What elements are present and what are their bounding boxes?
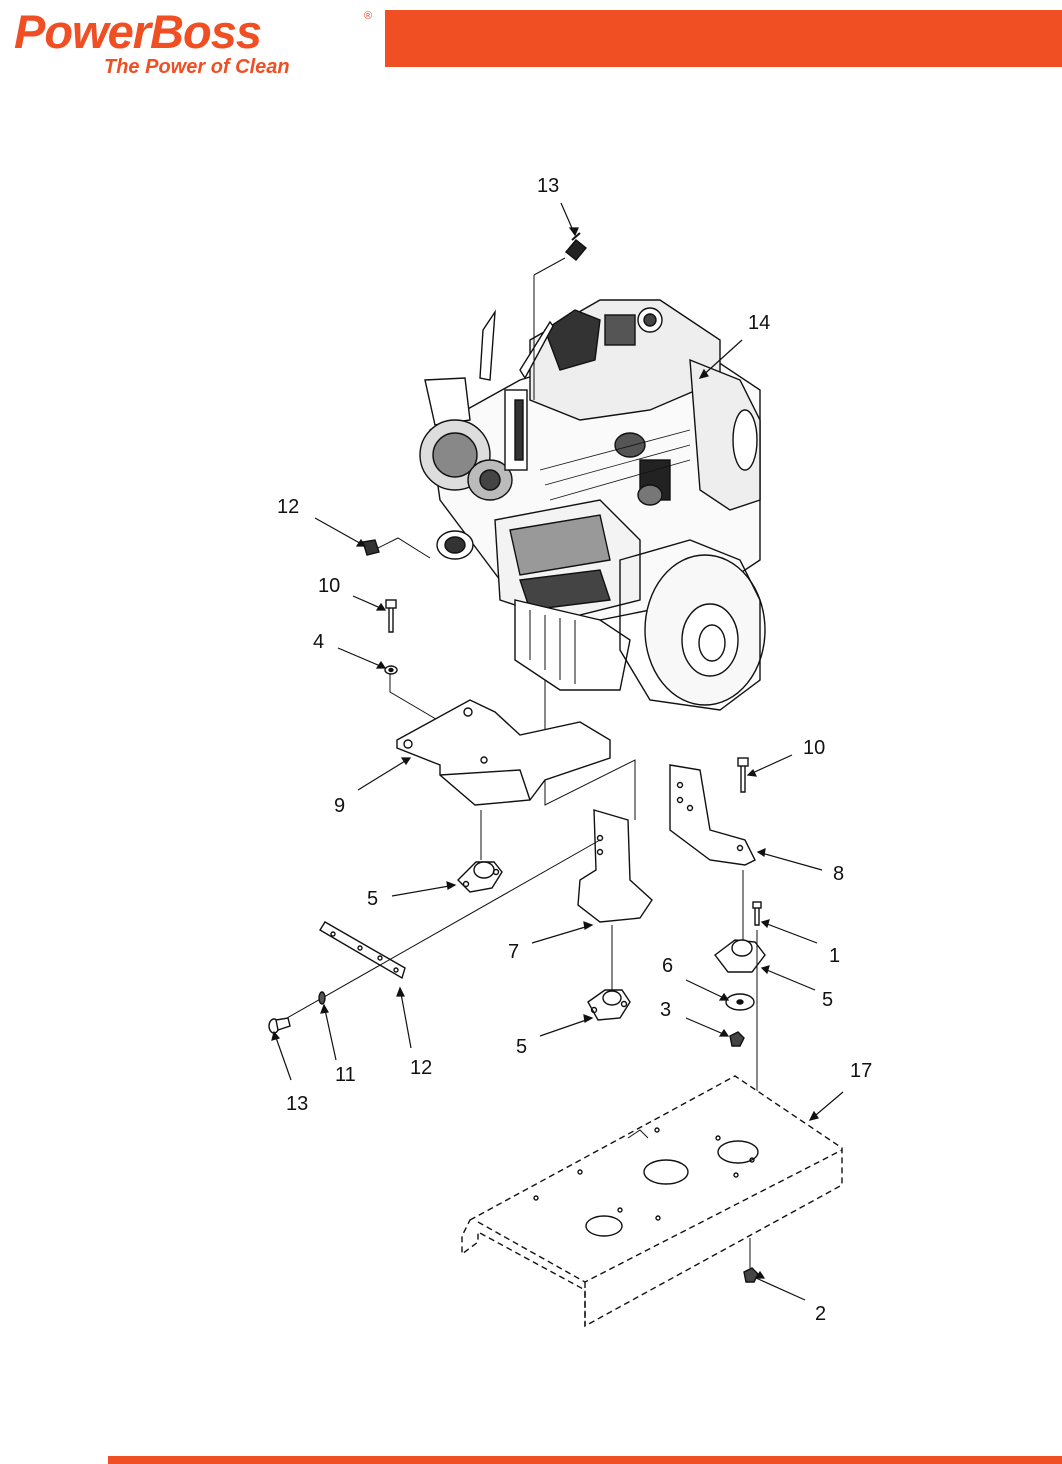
callout-labels: 13 14 12 10 4 9 5 10 8 7 1 6 5 3 5 12 11…	[277, 175, 872, 1325]
bolt-part-1	[752, 901, 762, 926]
washer-part-4	[384, 665, 398, 675]
powerboss-logo: PowerBoss ® The Power of Clean	[14, 5, 374, 79]
isolator-part-5-a	[457, 861, 503, 893]
fitting-part-12-left	[362, 539, 380, 556]
callout-6: 6	[662, 955, 673, 977]
callout-3: 3	[660, 999, 671, 1021]
nut-part-3	[729, 1031, 745, 1047]
bracket-part-8	[669, 764, 756, 866]
callout-2: 2	[815, 1303, 826, 1325]
isolator-part-5-b	[714, 939, 766, 973]
bolt-part-10-right	[737, 757, 749, 793]
footer-bar	[108, 1456, 1062, 1464]
nut-part-2	[743, 1238, 759, 1283]
header-bar	[385, 10, 1062, 67]
bracket-part-9	[396, 699, 611, 806]
callout-10-right: 10	[803, 737, 825, 759]
bolt-part-10-left	[385, 599, 397, 633]
registered-mark: ®	[364, 10, 373, 22]
callout-9: 9	[334, 795, 345, 817]
callout-13-bottom: 13	[286, 1093, 308, 1115]
base-plate-part-17	[461, 1075, 843, 1328]
engine-illustration	[419, 299, 766, 711]
callout-17: 17	[850, 1060, 872, 1082]
callout-12-bottom: 12	[410, 1057, 432, 1079]
bracket-part-7	[577, 809, 653, 923]
callout-8: 8	[833, 863, 844, 885]
washer-part-6	[725, 993, 755, 1011]
callout-5-c: 5	[516, 1036, 527, 1058]
callout-7: 7	[508, 941, 519, 963]
callout-10-left: 10	[318, 575, 340, 597]
isolator-part-5-c	[587, 989, 631, 1021]
brand-tagline: The Power of Clean	[104, 56, 290, 78]
callout-5-a: 5	[367, 888, 378, 910]
callout-14: 14	[748, 312, 770, 334]
sensor-part-13-top	[565, 232, 587, 261]
bolt-part-13-bottom	[268, 1017, 291, 1034]
brand-name: PowerBoss	[14, 5, 262, 58]
callout-1: 1	[829, 945, 840, 967]
callout-13-top: 13	[537, 175, 559, 197]
strap-part-12-bottom	[319, 921, 406, 980]
callout-11: 11	[335, 1064, 356, 1086]
callout-leaders	[271, 202, 844, 1301]
lockwasher-part-11	[318, 991, 326, 1005]
callout-12-left: 12	[277, 496, 299, 518]
callout-4: 4	[313, 631, 324, 653]
callout-5-b: 5	[822, 989, 833, 1011]
